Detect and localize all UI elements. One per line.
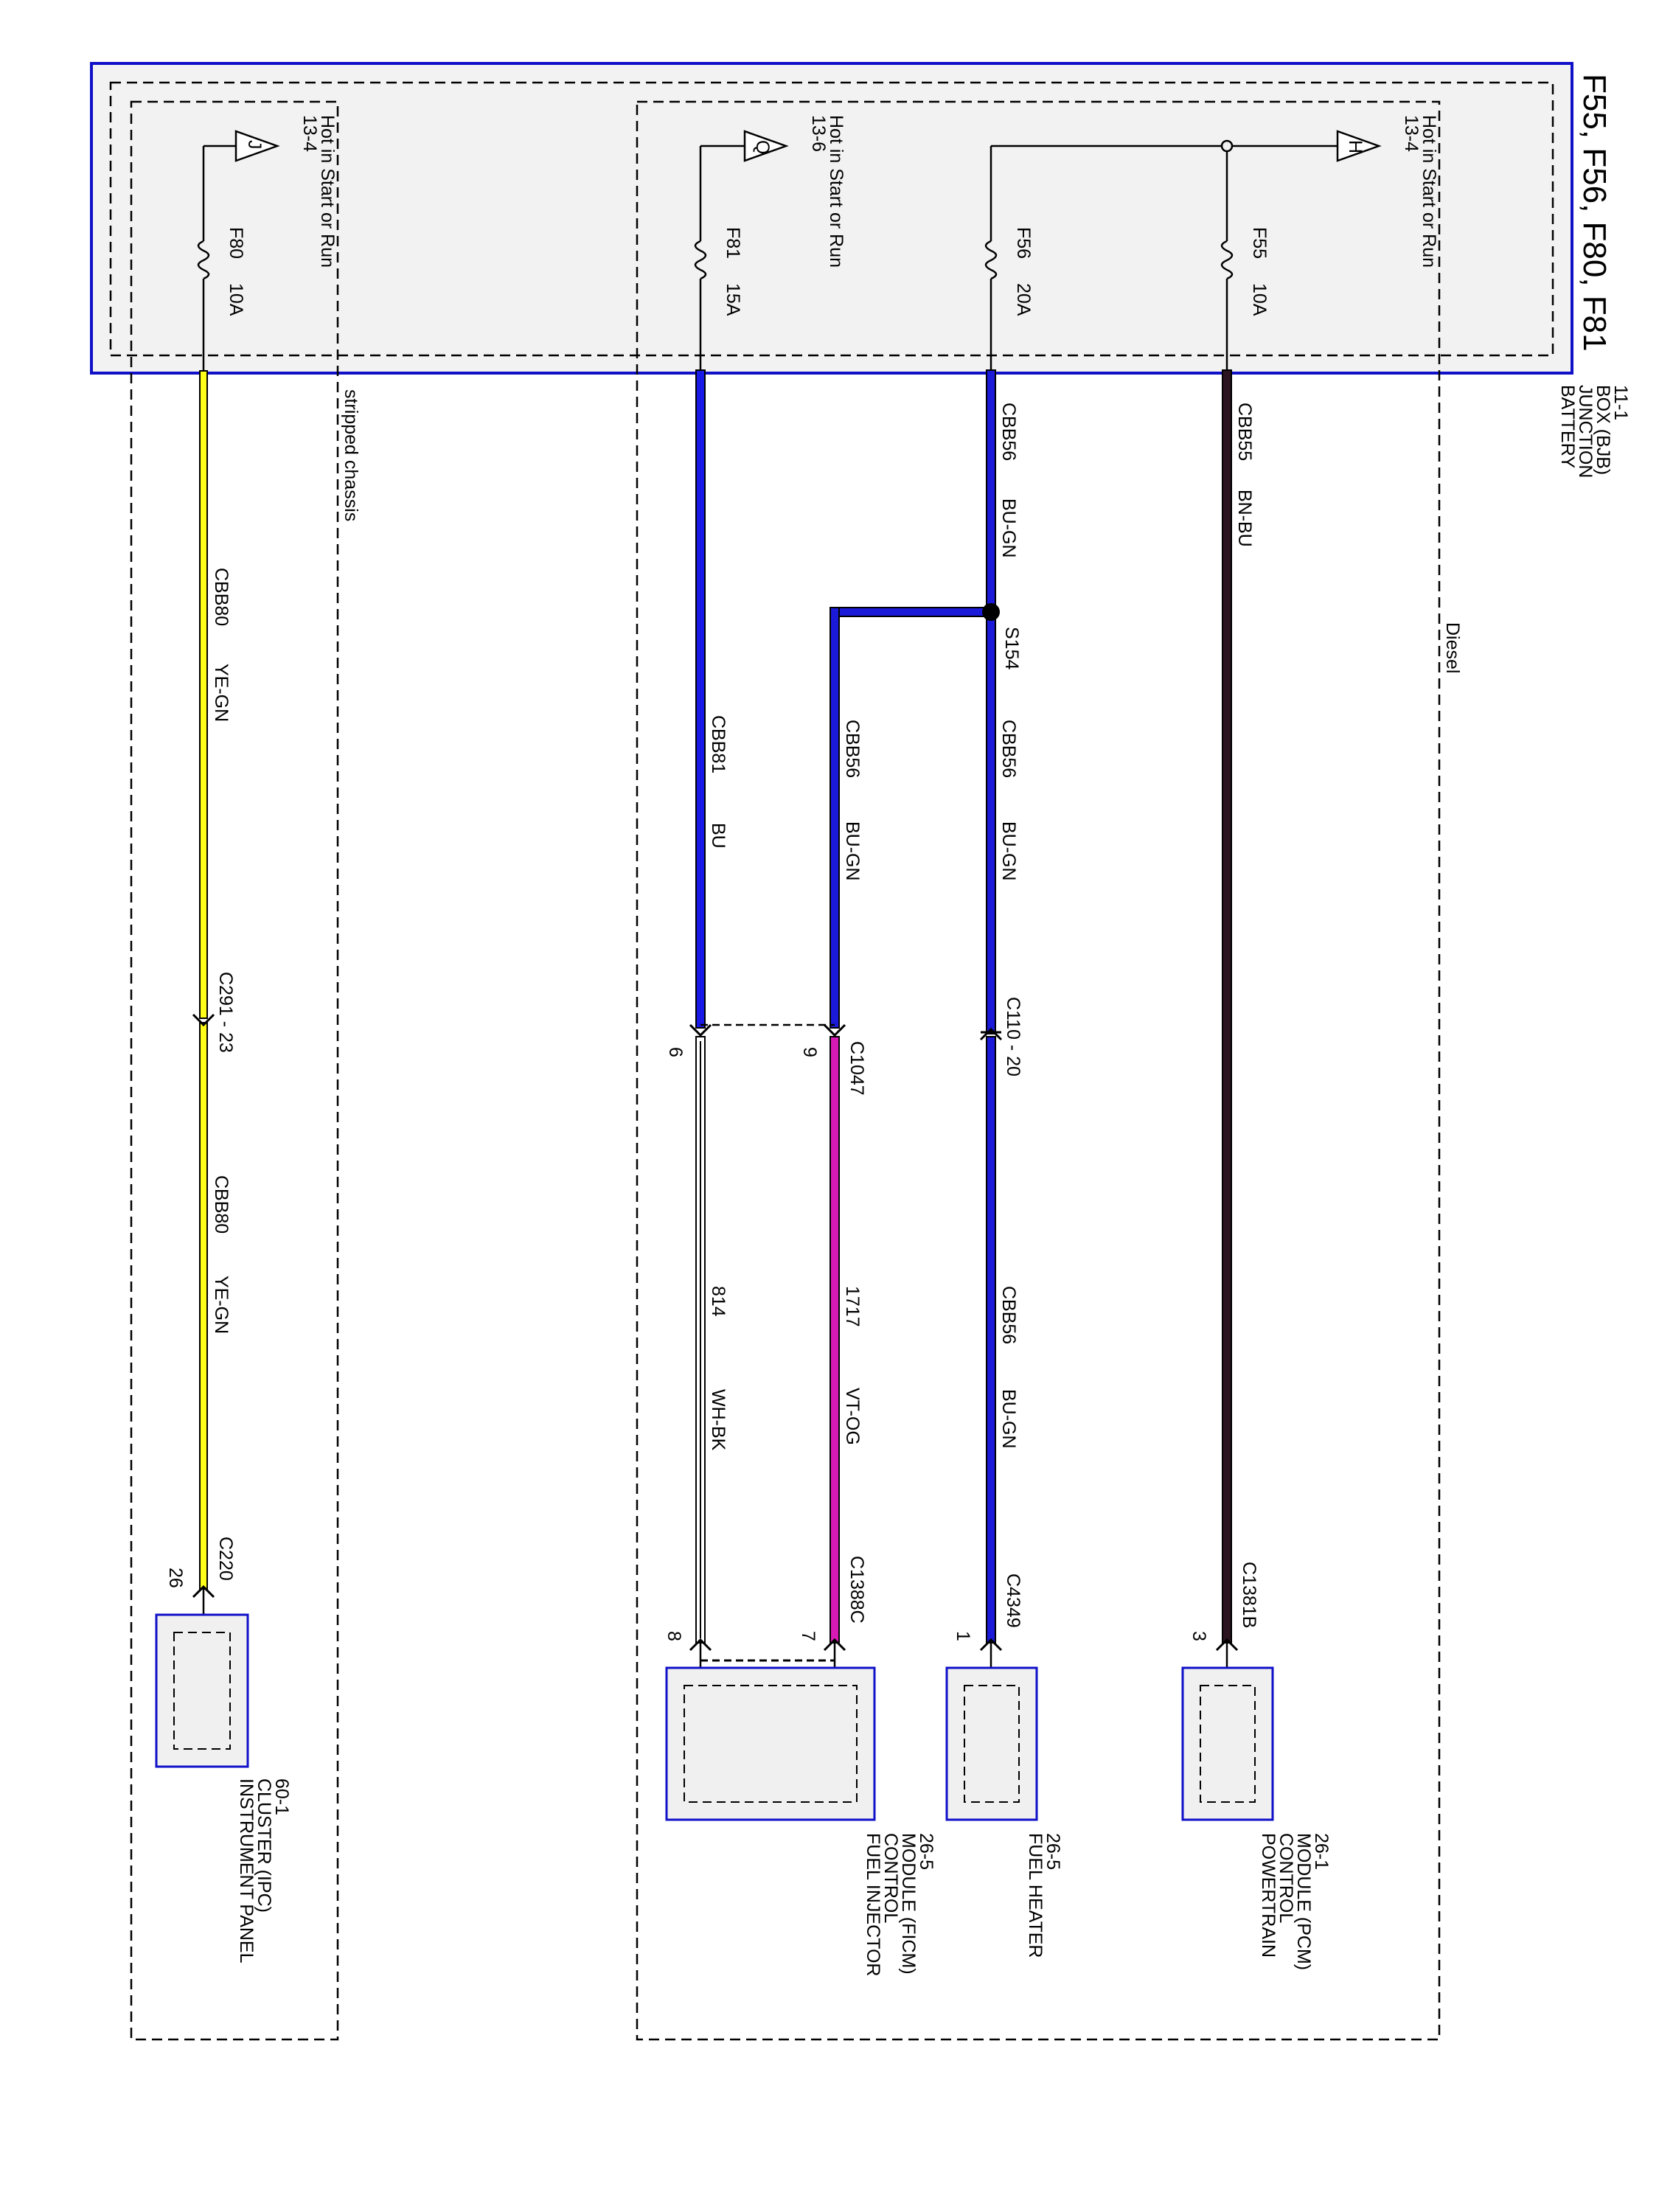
wire-cbb56-c-color: BU-GN [842,821,863,881]
connector-c1388c-pin-8: 8 [664,1631,684,1641]
module-fuel-heater [945,1666,1038,1821]
connector-c1388c-label: C1388C [846,1556,867,1624]
splice-s154-label: S154 [1001,627,1022,669]
wire-cbb56-b-color: BU-GN [998,821,1019,881]
wire-cbb81-color: BU [708,823,728,849]
connector-c1047-pin-9: 9 [799,1047,820,1057]
connector-c220-label: C220 [215,1537,236,1581]
connector-c291-mark [192,1013,215,1027]
wire-cbb81-circuit: CBB81 [708,715,728,773]
fuse-f56-symbol [984,240,998,280]
source-h-letter: H [1345,140,1366,153]
connector-c110-label: C110 - 20 [1003,997,1023,1077]
module-pcm-label: POWERTRAIN CONTROL MODULE (PCM) 26-1 [1258,1833,1332,1975]
connector-c4349-pin: 1 [953,1631,973,1641]
wire-cbb80-b-circuit: CBB80 [211,1175,232,1234]
wire-cbb56-a-color: BU-GN [998,498,1019,558]
fuse-f80-symbol [197,240,210,280]
connector-c1381b-pin: 3 [1189,1631,1209,1641]
source-j-letter: J [244,140,265,150]
wire-814-color: WH-BK [708,1389,728,1451]
source-q-letter: Q [752,140,773,154]
bjb-label: BATTERY JUNCTION BOX (BJB) 11-1 [1557,385,1631,483]
fuse-f81-rating: 15A [723,283,743,316]
module-ficm [665,1666,876,1821]
stripped-chassis-region [130,100,339,2041]
wire-cbb55-color: BN-BU [1234,490,1255,547]
source-q-triangle [743,130,789,162]
bjb-junction-dot [1220,139,1234,153]
fuse-f80-id: F80 [226,227,246,259]
wire-1717-color: VT-OG [842,1388,863,1445]
source-q-ref: 13-6 [808,115,829,152]
source-j-text: Hot in Start or Run [317,115,338,268]
connector-c1047-label: C1047 [846,1041,867,1096]
bjb-internal-wiring [202,145,1338,373]
fuse-f55-id: F55 [1249,227,1270,259]
wire-814-circuit: 814 [708,1286,728,1317]
connector-c110-mark [979,1027,1003,1041]
module-pcm [1181,1666,1274,1821]
connector-c4349-label: C4349 [1003,1573,1023,1628]
connector-c1381b-label: C1381B [1239,1562,1259,1628]
wire-cbb56-d-color: BU-GN [998,1389,1019,1449]
module-ficm-label: FUEL INJECTOR CONTROL MODULE (FICM) 26-5 [863,1833,936,1981]
wire-cbb56-d-circuit: CBB56 [998,1286,1019,1344]
connector-c1047-pin-6: 6 [665,1047,686,1057]
module-stubs [202,1587,1228,1668]
source-h-ref: 13-4 [1401,115,1422,152]
module-ipc-label: INSTRUMENT PANEL CLUSTER (IPC) 60-1 [236,1778,292,1968]
fuse-f55-symbol [1220,240,1234,280]
connector-c291-label: C291 - 23 [215,972,236,1053]
wire-cbb80-a-circuit: CBB80 [211,568,232,626]
connector-marks [192,1013,1239,1652]
connector-c1388c-pin-7: 7 [798,1631,818,1641]
source-h-triangle [1336,130,1382,162]
wire-cbb56-c-circuit: CBB56 [842,720,863,778]
source-j-triangle [234,130,280,162]
fuse-f56-rating: 20A [1013,283,1034,316]
diesel-label: Diesel [1442,622,1463,673]
connector-c1047-mark-b [689,1023,712,1037]
fuse-f81-symbol [694,240,707,280]
source-h-text: Hot in Start or Run [1419,115,1439,268]
stripped-chassis-label: stripped chassis [341,389,361,521]
fuse-f80-rating: 10A [226,283,246,316]
fuse-f55-rating: 10A [1249,283,1270,316]
wire-cbb80-b-color: YE-GN [211,1276,232,1334]
wire-cbb80-a-color: YE-GN [211,664,232,722]
wire-cbb55-circuit: CBB55 [1234,403,1255,461]
diesel-region [636,100,1441,2041]
bjb-inner-dashed [109,81,1554,357]
splice-s154-dot [982,603,1000,621]
source-j-ref: 13-4 [299,115,320,152]
source-q-text: Hot in Start or Run [826,115,846,268]
connector-c1047-mark-a [823,1023,846,1037]
wire-cbb56-a-circuit: CBB56 [998,403,1019,461]
module-fuel-heater-label: FUEL HEATER 26-5 [1025,1833,1063,1963]
fuse-f56-id: F56 [1013,227,1034,259]
fuse-f81-id: F81 [723,227,743,259]
diagram-title: F55, F56, F80, F81 [1576,74,1613,352]
wire-1717-circuit: 1717 [842,1286,863,1327]
connector-c220-pin: 26 [165,1568,186,1588]
wire-group [199,369,1232,1644]
wire-cbb56-b-circuit: CBB56 [998,720,1019,778]
module-ipc [155,1613,249,1768]
